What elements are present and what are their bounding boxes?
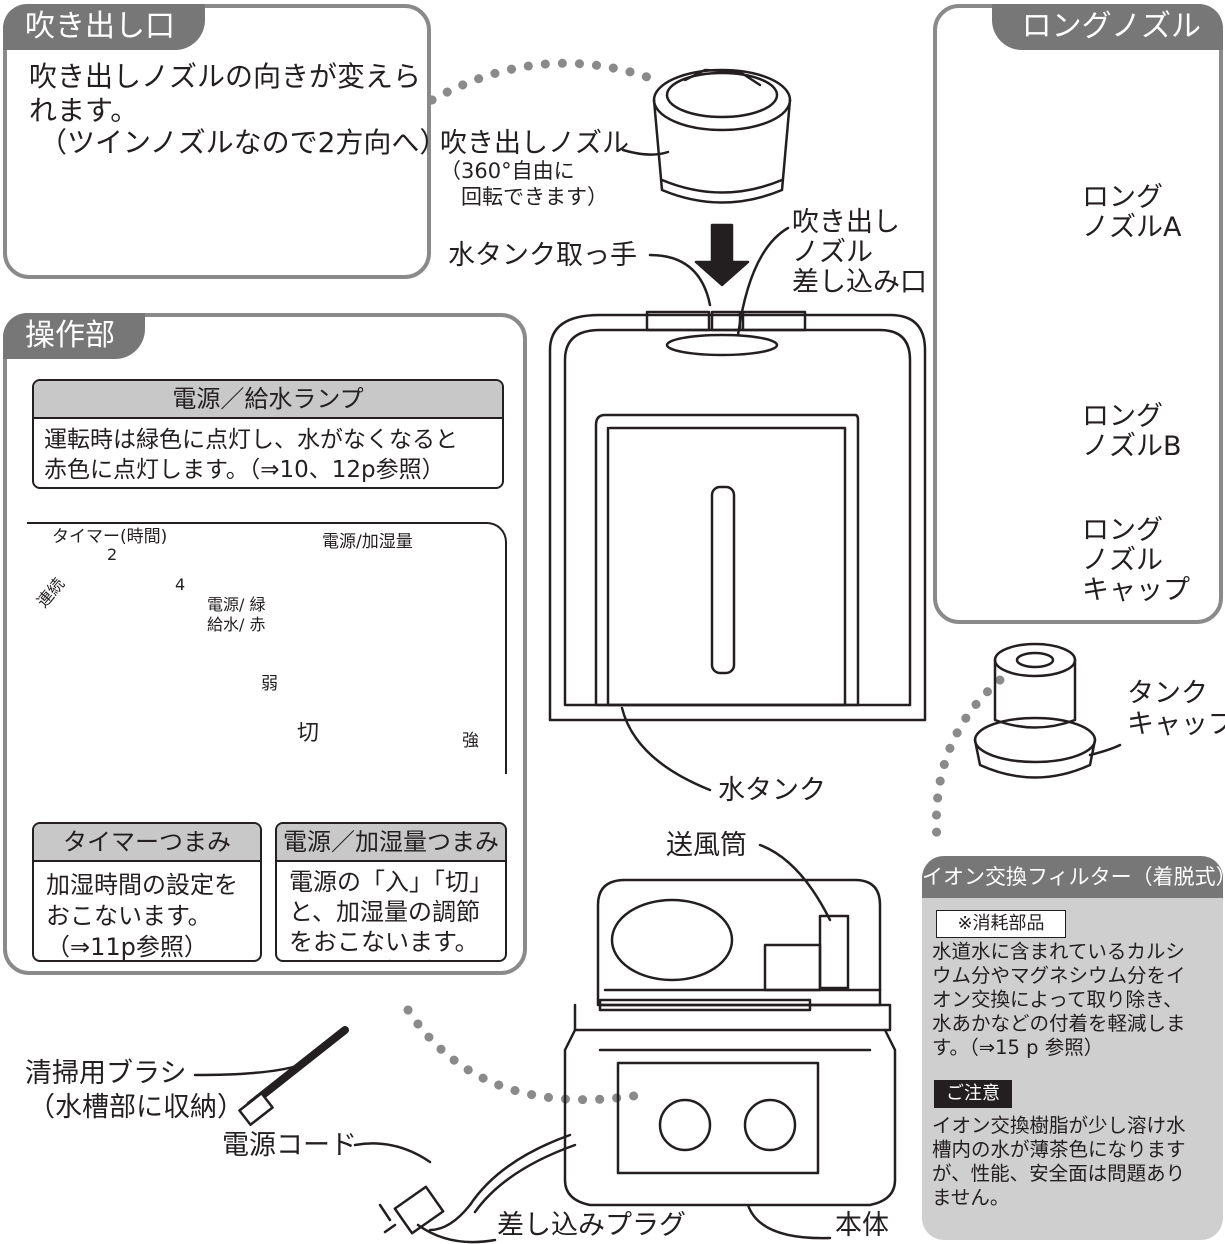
operation-tag: 操作部: [3, 313, 145, 359]
timer-mark-2: 2: [107, 545, 118, 564]
notice-body: イオン交換樹脂が少し溶け水 槽内の水が薄茶色になります が、性能、安全面は問題あ…: [932, 1114, 1186, 1209]
blowout-desc-line1: 吹き出しノズルの向きが変えら: [29, 60, 422, 93]
consumable-badge: ※消耗部品: [936, 910, 1066, 938]
blowout-desc-line2: れます。: [29, 94, 139, 127]
cord-and-plug-drawing: [378, 1133, 577, 1235]
lamp-info-body: 運転時は緑色に点灯し、水がなくなると 赤色に点灯します。（⇒10、12p参照）: [44, 427, 458, 483]
timer-knob-box: タイマーつまみ 加湿時間の設定を おこないます。 （⇒11p参照）: [32, 822, 262, 962]
down-arrow: [694, 223, 750, 287]
tank-cap-label: タンク キャップ: [1127, 678, 1225, 740]
lamp-info-title: 電源／給水ランプ: [34, 381, 502, 419]
lamp-indicator-label: 電源/ 緑 給水/ 赤: [207, 595, 266, 634]
long-nozzle-a-label: ロング ノズルA: [1082, 182, 1182, 243]
power-cord-label: 電源コード: [222, 1130, 357, 1161]
timer-knob-body: 加湿時間の設定を おこないます。 （⇒11p参照）: [46, 871, 238, 961]
long-nozzle-cap-label: ロング ノズル キャップ: [1082, 515, 1190, 606]
main-body-label: 本体: [835, 1210, 889, 1241]
plug-label: 差し込みプラグ: [497, 1210, 686, 1241]
power-mark-strong: 強: [462, 731, 479, 751]
dotted-connector-control: [403, 1005, 645, 1105]
main-unit-drawing: [548, 310, 927, 722]
nozzle-label: 吹き出しノズル: [440, 128, 629, 159]
brush-label: 清掃用ブラシ: [25, 1058, 187, 1089]
filter-description: 水道水に含まれているカルシ ウム分やマグネシウム分をイ オン交換によって取り除き…: [932, 940, 1186, 1059]
water-tank-label: 水タンク: [718, 775, 826, 806]
operation-panel: 操作部 電源／給水ランプ 運転時は緑色に点灯し、水がなくなると 赤色に点灯します…: [3, 313, 527, 975]
nozzle-note: （360°自由に 回転できます）: [440, 159, 608, 209]
lamp-info-box: 電源／給水ランプ 運転時は緑色に点灯し、水がなくなると 赤色に点灯します。（⇒1…: [32, 379, 504, 489]
blowout-tag: 吹き出し口: [3, 4, 205, 50]
power-knob-body: 電源の「入」「切」 と、加湿量の調節 をおこないます。 （⇒10p参照）: [289, 868, 493, 960]
tank-handle-label: 水タンク取っ手: [448, 240, 637, 271]
notice-tag: ご注意: [934, 1080, 1012, 1108]
long-nozzle-panel: ロングノズル ロング ノズルA ロング ノズルB ロング ノズル キャップ: [933, 4, 1223, 624]
filter-panel: イオン交換フィルター（着脱式） ※消耗部品 水道水に含まれているカルシ ウム分や…: [922, 856, 1225, 1240]
tank-cap-drawing: [973, 642, 1097, 779]
control-plate-outline: [27, 522, 507, 774]
long-nozzle-tag: ロングノズル: [991, 4, 1223, 50]
nozzle-piece-drawing: [652, 68, 792, 204]
blowout-desc-line3: （ツインノズルなので2方向へ）: [39, 126, 448, 159]
fan-duct-label: 送風筒: [666, 830, 747, 861]
dotted-connector-nozzle: [427, 58, 655, 105]
power-dial-label: 電源/加湿量: [322, 532, 413, 552]
base-unit-drawing: [563, 878, 897, 1207]
blowout-panel: 吹き出し口 吹き出しノズルの向きが変えら れます。 （ツインノズルなので2方向へ…: [3, 4, 447, 279]
brush-drawing: [238, 1026, 349, 1126]
timer-dial-label: タイマー(時間): [52, 527, 168, 547]
nozzle-inlet-label: 吹き出し ノズル 差し込み口: [792, 207, 927, 298]
dotted-connector-filter: [931, 675, 1005, 845]
timer-mark-4: 4: [175, 575, 186, 594]
power-knob-title: 電源／加湿量つまみ: [277, 824, 505, 862]
brush-note: （水槽部に収納）: [28, 1092, 244, 1123]
filter-tag: イオン交換フィルター（着脱式）: [922, 856, 1225, 898]
power-mark-off: 切: [297, 721, 320, 746]
long-nozzle-b-label: ロング ノズルB: [1082, 401, 1182, 462]
timer-knob-title: タイマーつまみ: [34, 824, 260, 862]
power-mark-weak: 弱: [261, 674, 278, 694]
power-knob-box: 電源／加湿量つまみ 電源の「入」「切」 と、加湿量の調節 をおこないます。 （⇒…: [275, 822, 507, 962]
